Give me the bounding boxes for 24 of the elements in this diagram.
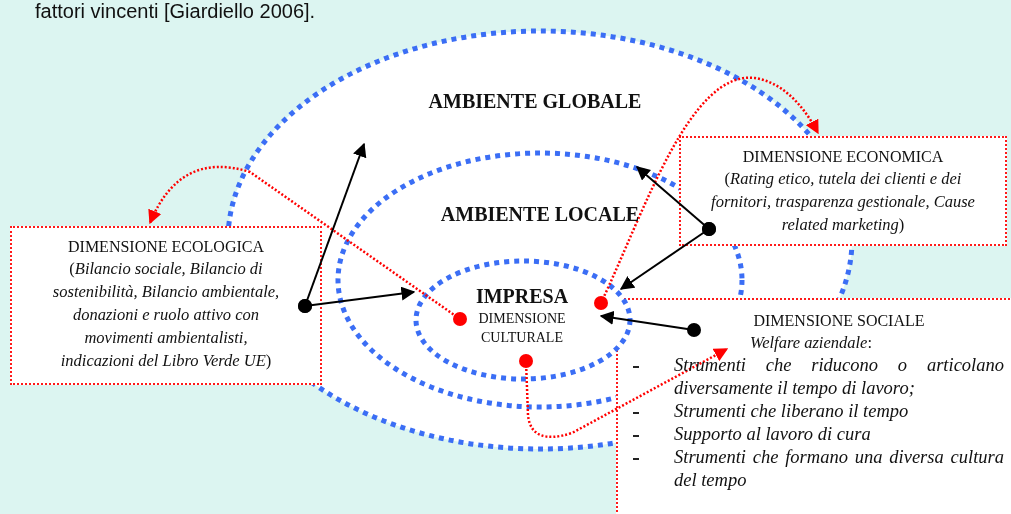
citation-text: fattori vincenti [Giardiello 2006]. — [35, 0, 316, 22]
dimension-box — [10, 226, 322, 385]
arrow — [519, 347, 729, 439]
dimension-box — [679, 136, 1007, 246]
region-label: IMPRESA — [474, 284, 570, 308]
arrow — [599, 310, 701, 337]
list-item: Supporto al lavoro di cura — [674, 423, 872, 446]
box-description: (Bilancio sociale, Bilancio di sostenibilità, Bilancio ambientale, donazioni e ruolo attivo con movimenti ambientalisti, indicazioni del Libro Verde UE) — [51, 258, 281, 372]
dimension-box — [616, 298, 1011, 514]
list-item: Strumenti che formano una diversa cultura del tempo — [674, 446, 1004, 492]
arrow — [619, 222, 716, 290]
region-label: DIMENSIONE CULTURALE — [477, 310, 567, 347]
region-label: AMBIENTE LOCALE — [439, 202, 641, 227]
list-item: Strumenti che liberano il tempo — [674, 400, 910, 423]
dotted-ellipse — [413, 258, 633, 382]
box-description: (Rating etico, tutela dei clienti e dei fornitori, trasparenza gestionale, Cause related marketing) — [710, 168, 976, 236]
box-subheading: Welfare aziendale: — [749, 332, 873, 354]
box-heading: DIMENSIONE SOCIALE — [753, 311, 925, 331]
arrow — [148, 165, 467, 326]
arrow — [594, 76, 820, 310]
box-heading: DIMENSIONE ECOLOGICA — [68, 237, 264, 257]
region-label: AMBIENTE GLOBALE — [427, 89, 643, 114]
arrow — [298, 142, 367, 313]
box-heading: DIMENSIONE ECONOMICA — [742, 147, 944, 167]
